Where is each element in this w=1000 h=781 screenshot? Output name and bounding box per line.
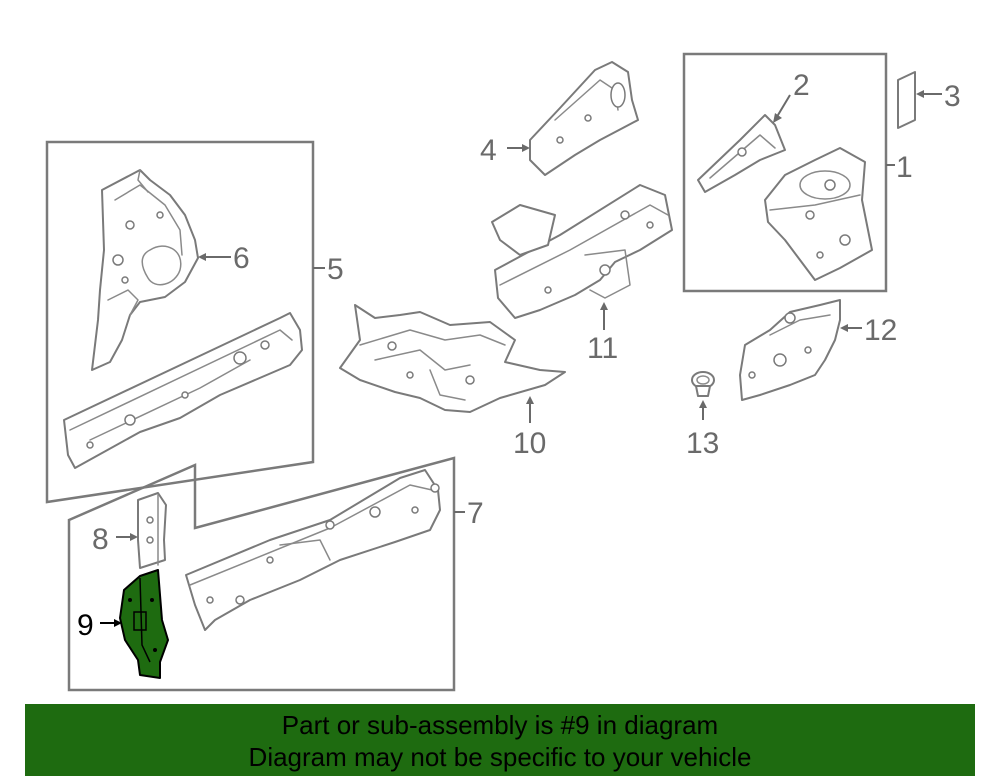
callout-9: 9: [77, 609, 94, 642]
callout-4: 4: [480, 134, 497, 167]
callout-13: 13: [686, 427, 719, 460]
banner-line-2: Diagram may not be specific to your vehi…: [248, 742, 752, 772]
part-8-bracket: [137, 492, 167, 569]
callout-8: 8: [92, 523, 109, 556]
part-6-wheelhouse: [91, 169, 199, 371]
parts-diagram: 5 1 7 6 4: [45, 52, 961, 692]
info-banner: Part or sub-assembly is #9 in diagram Di…: [25, 704, 975, 776]
part-7-frame-rail: [185, 469, 441, 631]
callout-7: 7: [467, 497, 484, 530]
group-box-7: [67, 456, 456, 692]
callout-5: 5: [327, 253, 344, 286]
part-5-side-member: [63, 312, 303, 469]
part-2-gusset: [697, 114, 786, 193]
callout-2: 2: [793, 69, 810, 102]
callout-3: 3: [944, 80, 961, 113]
group-box-1: [682, 52, 888, 293]
part-12-bracket: [739, 299, 841, 401]
part-11-front-member: [491, 184, 673, 319]
banner-line-1: Part or sub-assembly is #9 in diagram: [281, 710, 719, 740]
part-1-strut-tower: [764, 147, 873, 281]
part-10-floor-member: [339, 304, 566, 413]
part-13-clip: [691, 371, 715, 397]
callout-11: 11: [587, 332, 618, 365]
part-3-seal: [897, 71, 916, 129]
part-4-bracket: [529, 61, 639, 176]
callout-12: 12: [864, 314, 897, 347]
part-9-highlighted: [119, 569, 169, 679]
callout-10: 10: [513, 427, 546, 460]
callout-1: 1: [896, 151, 913, 184]
group-box-5: [45, 140, 315, 504]
callout-6: 6: [233, 242, 250, 275]
